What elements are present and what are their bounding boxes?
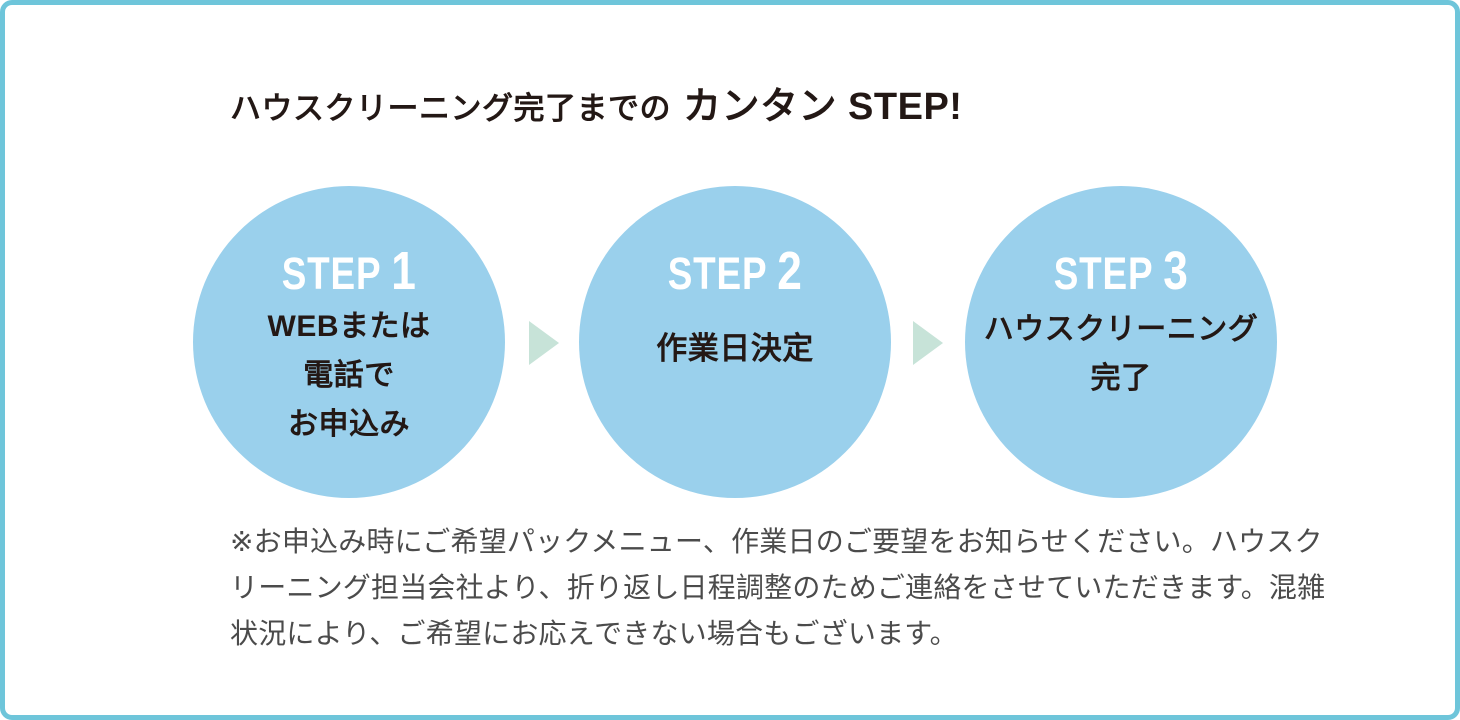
step-circle-1: STEP 1 WEBまたは 電話で お申込み [193, 186, 505, 498]
step-label: STEP [667, 248, 768, 299]
step-label: STEP [281, 248, 382, 299]
step-heading: STEP 1 [282, 240, 416, 301]
step-line: 電話で [303, 359, 395, 392]
note-text: ※お申込み時にご希望パックメニュー、作業日のご要望をお知らせください。ハウスク … [230, 519, 1340, 657]
step-line: 作業日決定 [656, 331, 814, 366]
step-label: STEP [1053, 248, 1154, 299]
note-line: 状況により、ご希望にお応えできない場合もございます。 [230, 618, 958, 649]
step-circle-2: STEP 2 作業日決定 [579, 186, 891, 498]
step-circle-3: STEP 3 ハウスクリーニング 完了 [965, 186, 1277, 498]
note-line: リーニング担当会社より、折り返し日程調整のためご連絡をさせていただきます。混雑 [230, 572, 1326, 603]
step-number: 1 [391, 241, 417, 301]
title-prefix: ハウスクリーニング完了までの [230, 91, 671, 126]
step-line: お申込み [288, 408, 410, 441]
step-heading: STEP 2 [668, 240, 802, 301]
step-line: WEBまたは [267, 310, 431, 343]
step-description: ハウスクリーニング 完了 [984, 305, 1259, 403]
step-line: 完了 [1090, 362, 1152, 395]
step-heading: STEP 3 [1054, 240, 1188, 301]
page-title: ハウスクリーニング完了までの カンタン STEP! [230, 75, 962, 130]
note-line: ※お申込み時にご希望パックメニュー、作業日のご要望をお知らせください。ハウスク [230, 526, 1323, 557]
arrow-right-icon [529, 321, 559, 365]
arrow-right-icon [913, 321, 943, 365]
title-emphasis: カンタン STEP! [683, 86, 963, 128]
step-description: 作業日決定 [656, 324, 814, 373]
step-description: WEBまたは 電話で お申込み [268, 302, 431, 449]
step-number: 2 [777, 241, 803, 301]
step-number: 3 [1163, 241, 1189, 301]
step-line: ハウスクリーニング [983, 313, 1259, 346]
